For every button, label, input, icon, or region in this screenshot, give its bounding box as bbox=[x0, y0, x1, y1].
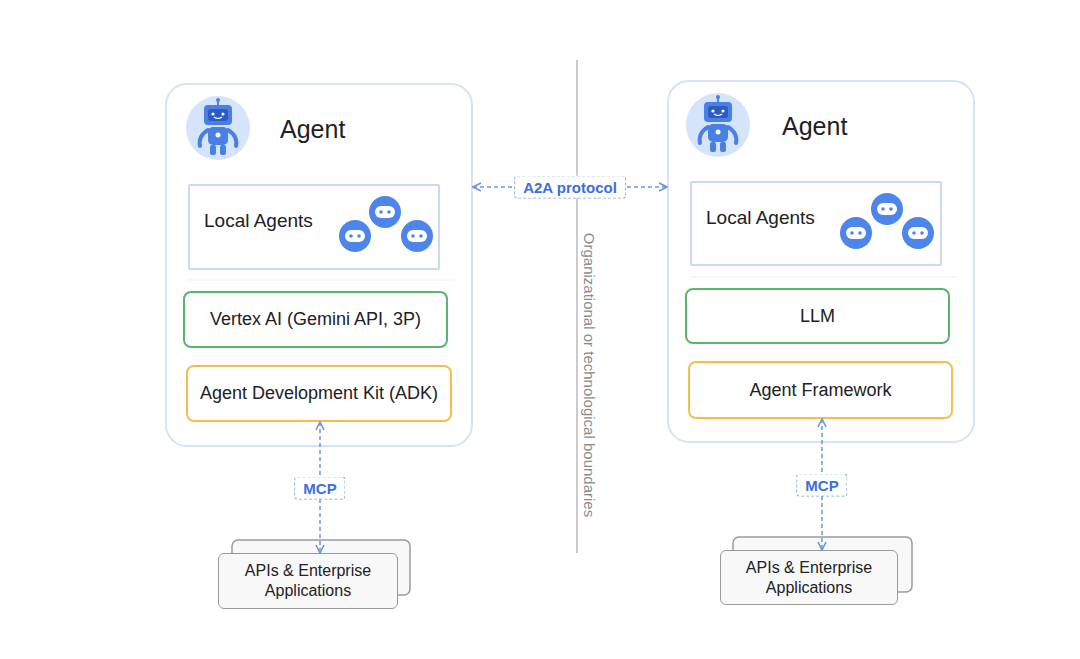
protocol-connector bbox=[319, 422, 321, 553]
protocol-label: MCP bbox=[796, 473, 847, 496]
mini-robot-icon bbox=[840, 217, 872, 249]
framework-box: Agent Framework bbox=[688, 361, 953, 419]
separator-line bbox=[188, 280, 455, 281]
node-text: Vertex AI (Gemini API, 3P) bbox=[210, 309, 421, 330]
application-box: APIs & Enterprise Applications bbox=[720, 550, 898, 605]
local-agents-box: Local Agents bbox=[690, 181, 942, 266]
mini-robot-icon bbox=[871, 193, 903, 225]
node-text: Agent bbox=[782, 112, 847, 141]
mini-robot-icon bbox=[339, 220, 371, 252]
node-text: Local Agents bbox=[204, 210, 313, 232]
node-text: Agent Framework bbox=[749, 379, 891, 402]
local-agents-box: Local Agents bbox=[188, 184, 440, 270]
boundary-label: Organizational or technological boundari… bbox=[581, 233, 598, 517]
boundary-line bbox=[576, 60, 577, 553]
node-text: LLM bbox=[800, 306, 835, 327]
agent-container: AgentLocal AgentsLLM Agent Framework bbox=[667, 80, 975, 443]
node-text: Agent Development Kit (ADK) bbox=[200, 382, 438, 405]
stack-card bbox=[232, 540, 410, 595]
mini-robot-icon bbox=[902, 217, 934, 249]
node-text: APIs & Enterprise Applications bbox=[233, 561, 383, 601]
node-text: APIs & Enterprise Applications bbox=[734, 558, 884, 598]
protocol-connector bbox=[473, 186, 667, 188]
mini-robot-icon bbox=[401, 220, 433, 252]
stack-card bbox=[733, 537, 912, 592]
agent-robot-icon bbox=[686, 93, 750, 157]
model-box: LLM bbox=[685, 288, 950, 344]
application-box: APIs & Enterprise Applications bbox=[218, 553, 398, 609]
protocol-connector bbox=[821, 419, 823, 550]
agent-container: AgentLocal AgentsVertex AI (Gemini API, … bbox=[165, 83, 473, 447]
separator-line bbox=[690, 277, 957, 278]
node-text: Local Agents bbox=[706, 207, 815, 229]
protocol-label: MCP bbox=[294, 476, 345, 499]
mini-robot-icon bbox=[369, 196, 401, 228]
agent-robot-icon bbox=[186, 96, 250, 160]
protocol-label: A2A protocol bbox=[514, 176, 626, 199]
node-text: Agent bbox=[280, 115, 345, 144]
framework-box: Agent Development Kit (ADK) bbox=[186, 365, 452, 422]
model-box: Vertex AI (Gemini API, 3P) bbox=[183, 291, 448, 348]
